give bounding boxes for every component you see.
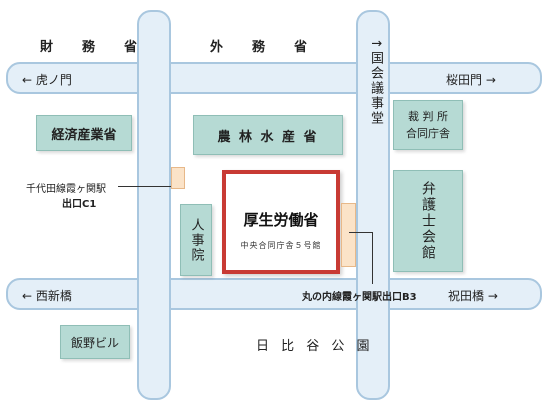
mhlw-subtitle: 中央合同庁舎５号館 xyxy=(240,241,322,250)
exit-c1-marker xyxy=(171,167,185,189)
pointer-c1 xyxy=(118,186,171,187)
road-top xyxy=(6,62,542,94)
label-zaimusho: 財 務 省 xyxy=(40,40,146,55)
label-hibiya-park: 日 比 谷 公 園 xyxy=(256,339,374,354)
building-iino: 飯野ビル xyxy=(60,325,130,359)
label-toranomon: ← 虎ノ門 xyxy=(22,73,72,87)
mhlw-title: 厚生労働省 xyxy=(243,211,319,229)
label-nishishinbashi: ← 西新橋 xyxy=(22,289,72,303)
road-right xyxy=(356,10,390,400)
road-bottom xyxy=(6,278,542,310)
pointer-b3-h xyxy=(349,232,373,233)
building-norin: 農 林 水 産 省 xyxy=(193,115,343,155)
road-left xyxy=(137,10,171,400)
label-sakuradamon: 桜田門 → xyxy=(446,73,496,87)
label-marunouchi-exit: 丸の内線霞ヶ関駅出口B3 xyxy=(302,292,417,303)
label-chiyoda-exit-1: 千代田線霞ヶ関駅 xyxy=(26,184,106,195)
label-gaimusho: 外 務 省 xyxy=(210,40,316,55)
label-kokkai: ↑国会議事堂 xyxy=(368,38,383,126)
label-iwaidabashi: 祝田橋 → xyxy=(448,289,498,303)
building-saibansho: 裁 判 所 合同庁舎 xyxy=(393,100,463,150)
pointer-b3-v xyxy=(372,232,373,284)
building-mhlw: 厚生労働省 中央合同庁舎５号館 xyxy=(222,170,340,274)
label-chiyoda-exit-2: 出口C1 xyxy=(62,199,97,210)
building-keizai: 経済産業省 xyxy=(36,115,132,151)
building-bengoshi: 弁護士会館 xyxy=(393,170,463,272)
building-jinjiin: 人事院 xyxy=(180,204,212,276)
exit-b3-marker xyxy=(341,203,356,267)
saibansho-label: 裁 判 所 合同庁舎 xyxy=(406,110,450,140)
